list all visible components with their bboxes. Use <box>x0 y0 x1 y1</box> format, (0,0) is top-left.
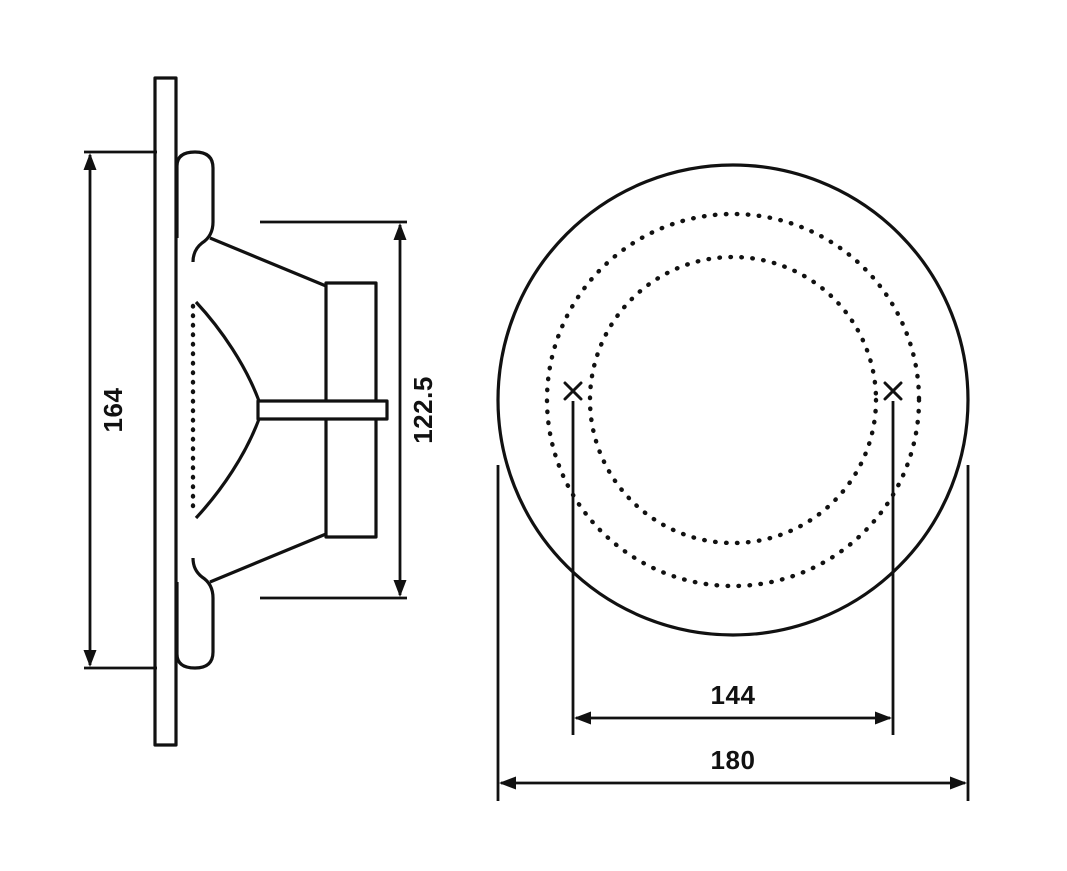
pole-piece-bar <box>256 399 389 421</box>
dim-164-label: 164 <box>98 388 128 433</box>
dimension-122-5: 122.5 <box>260 220 438 600</box>
surround-top-lobe <box>175 150 215 263</box>
cone-bottom-curve <box>194 418 261 520</box>
dim-122-5-arrow-up <box>393 223 407 240</box>
front-view: 144 180 <box>496 163 970 801</box>
dimension-164: 164 <box>83 150 157 670</box>
mount-hole-x-left <box>563 381 583 401</box>
mount-hole-x-right <box>883 381 903 401</box>
dim-122-5-label: 122.5 <box>408 376 438 444</box>
dim-164-arrow-down <box>83 650 97 667</box>
basket-frame-bottom-line <box>209 532 327 584</box>
outer-rim-circle <box>496 163 970 637</box>
dim-144-arrow-right <box>875 711 892 725</box>
dimension-180: 180 <box>496 465 970 801</box>
inner-dotted-circle <box>587 254 879 546</box>
dim-180-arrow-left <box>499 776 516 790</box>
dim-164-arrow-up <box>83 153 97 170</box>
basket-frame-top-line <box>209 236 327 288</box>
dimension-144: 144 <box>571 401 895 735</box>
dim-122-5-arrow-down <box>393 580 407 597</box>
dim-144-arrow-left <box>574 711 591 725</box>
side-section-view: 164 122.5 <box>83 76 438 747</box>
dim-180-arrow-right <box>950 776 967 790</box>
dim-180-label: 180 <box>711 745 756 775</box>
flange-plate <box>153 76 178 747</box>
surround-bottom-lobe <box>175 557 215 670</box>
dim-144-label: 144 <box>711 680 756 710</box>
outer-dotted-circle <box>544 211 922 589</box>
cone-top-curve <box>194 300 261 402</box>
